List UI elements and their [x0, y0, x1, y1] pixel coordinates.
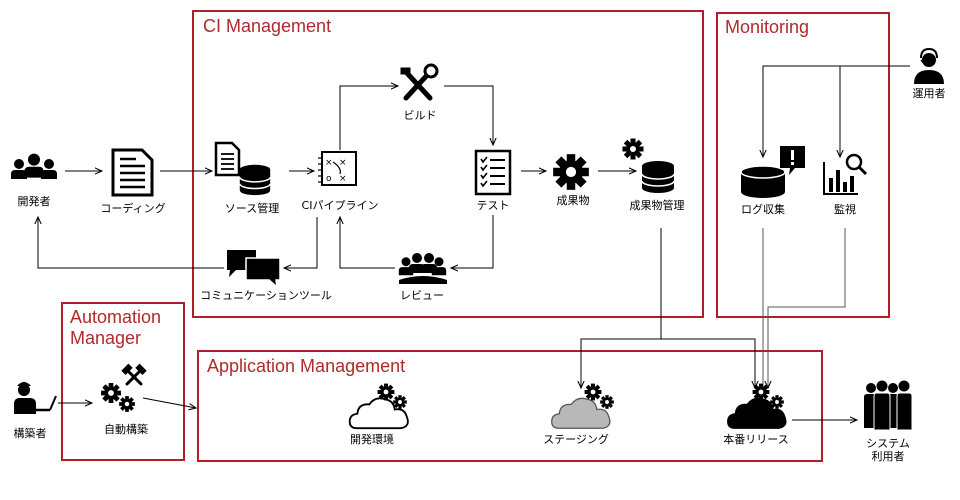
- staging-label: ステージング: [543, 433, 609, 446]
- edge-review-to-pipeline: [340, 217, 395, 269]
- automation-manager-frame: [61, 302, 185, 461]
- chat-bubbles-icon: [227, 250, 281, 289]
- source-management-label: ソース管理: [224, 202, 280, 215]
- edge-prod-to-monitor: [768, 228, 846, 388]
- cloud-gears-black-icon: [727, 383, 787, 429]
- coding-label: コーディング: [100, 202, 166, 215]
- gear-database-icon: [622, 138, 675, 194]
- edge-build-to-test: [444, 85, 493, 145]
- application-management-title: Application Management: [207, 356, 406, 376]
- checklist-icon: [474, 149, 512, 196]
- log-collection-label: ログ収集: [741, 203, 785, 216]
- edge-operator-to-log: [763, 65, 910, 157]
- edge-pipeline-to-comm: [284, 217, 318, 268]
- svg-text:o: o: [326, 174, 332, 184]
- communication-tool-label: コミュニケーションツール: [200, 289, 332, 302]
- document-database-icon: [214, 141, 271, 196]
- automation-manager-title-line1: Automation: [70, 307, 162, 327]
- ci-pipeline-icon: × × o ×: [318, 151, 357, 186]
- developer-label: 開発者: [17, 195, 51, 208]
- edge-comm-to-dev: [38, 217, 224, 269]
- ci-pipeline-label: CIパイプライン: [301, 199, 379, 212]
- meeting-group-icon: [398, 253, 447, 284]
- svg-text:×: ×: [339, 158, 347, 168]
- edge-pipeline-to-build: [339, 86, 398, 150]
- ci-management-title: CI Management: [203, 16, 332, 36]
- automation-manager-title: Automation Manager: [70, 307, 161, 349]
- monitor-feedback-lines: [762, 228, 846, 388]
- artifact-label: 成果物: [556, 194, 590, 207]
- svg-text:×: ×: [339, 174, 347, 184]
- monitor-label: 監視: [834, 203, 856, 216]
- builder-label: 構築者: [13, 427, 47, 440]
- group-frames: [61, 10, 890, 462]
- system-user-label-line2: 利用者: [871, 450, 905, 463]
- worker-laptop-icon: [14, 382, 57, 414]
- edge-test-to-review: [451, 215, 494, 268]
- monitoring-frame: [716, 12, 890, 318]
- automation-manager-title-line2: Manager: [70, 328, 142, 348]
- tools-icon: [400, 63, 439, 101]
- ci-management-frame: [192, 10, 704, 318]
- edge-auto-to-app: [142, 397, 196, 408]
- people-group-icon: [11, 153, 57, 179]
- gear-icon: [553, 154, 589, 190]
- operator-label: 運用者: [912, 87, 946, 100]
- auto-build-label: 自動構築: [104, 423, 148, 436]
- artifact-management-label: 成果物管理: [629, 199, 685, 212]
- people-users-icon: [864, 380, 913, 431]
- build-label: ビルド: [403, 109, 437, 122]
- svg-text:×: ×: [325, 158, 333, 168]
- cloud-gears-gray-icon: [551, 383, 614, 429]
- application-management-frame: [197, 350, 823, 462]
- cloud-gears-outline-icon: [348, 383, 409, 430]
- test-label: テスト: [476, 199, 510, 212]
- chart-search-icon: [823, 153, 868, 195]
- review-label: レビュー: [400, 289, 444, 302]
- dev-environment-label: 開発環境: [350, 433, 394, 446]
- database-alert-icon: [740, 146, 805, 198]
- edge-mgmt-to-prod: [661, 338, 755, 388]
- edge-mgmt-to-deploy: [581, 228, 662, 388]
- system-user-label: システム 利用者: [866, 437, 910, 463]
- production-release-label: 本番リリース: [723, 433, 789, 446]
- monitoring-title: Monitoring: [725, 17, 810, 37]
- document-icon: [111, 148, 154, 197]
- operator-headset-icon: [914, 47, 944, 84]
- system-user-label-line1: システム: [866, 437, 910, 450]
- gears-hammer-icon: [101, 363, 147, 412]
- connectors: [38, 65, 910, 420]
